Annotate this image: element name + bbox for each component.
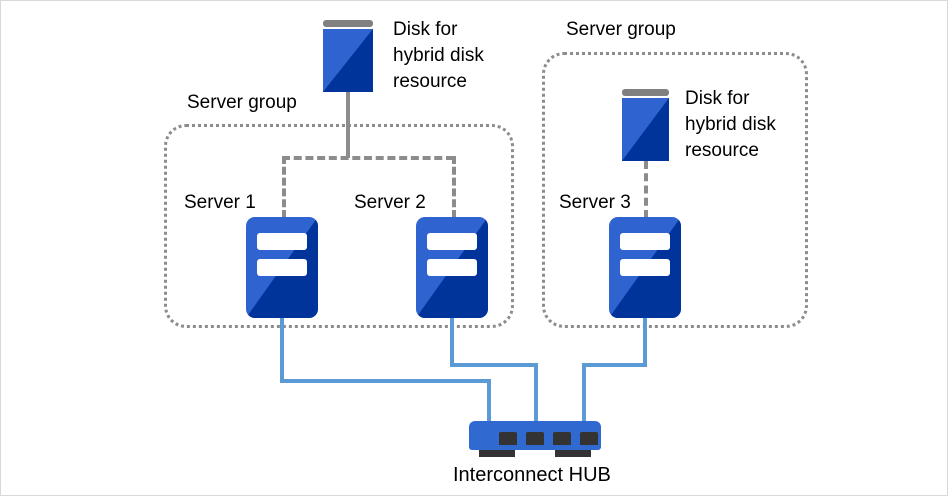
server-group-box-right [542, 52, 808, 328]
server-slot-bar [257, 259, 307, 276]
server-1-label: Server 1 [184, 192, 256, 213]
server-3-label: Server 3 [559, 192, 631, 213]
server-2-network-line-horizontal [450, 363, 538, 367]
server-2-network-line-to-hub [534, 363, 538, 423]
server-1-network-line-horizontal [280, 379, 491, 383]
hub-foot-right [555, 450, 591, 457]
server-3-icon [609, 217, 681, 318]
group2-disk-label-line1: Disk for [685, 88, 750, 109]
shared-disk-icon [323, 20, 373, 92]
shared-disk-trunk-line [346, 92, 350, 158]
server-group-box-left [164, 124, 514, 328]
server-1-icon [246, 217, 318, 318]
hub-port-1-icon [499, 432, 517, 445]
disk-cap-icon [323, 20, 373, 27]
shared-disk-branch-to-server-1 [282, 156, 286, 218]
shared-disk-label-line2: hybrid disk [393, 45, 484, 66]
server-slot-bar [620, 259, 670, 276]
shared-disk-label-line3: resource [393, 71, 467, 92]
server-3-network-line-vertical [643, 318, 647, 363]
server-3-network-line-horizontal [582, 363, 647, 367]
server-slot-bar [620, 233, 670, 250]
server-2-icon [416, 217, 488, 318]
server-group-label-right: Server group [566, 19, 676, 40]
shared-disk-label-line1: Disk for [393, 19, 458, 40]
shared-disk-branch-to-server-2 [452, 156, 456, 218]
group2-disk-icon [622, 89, 669, 161]
group2-disk-label-line3: resource [685, 140, 759, 161]
server-slot-bar [427, 233, 477, 250]
disk-body-icon [622, 98, 669, 161]
server-2-network-line-vertical [450, 318, 454, 363]
server-2-label: Server 2 [354, 192, 426, 213]
group2-disk-label-line2: hybrid disk [685, 114, 776, 135]
server-slot-bar [257, 233, 307, 250]
server-slot-bar [427, 259, 477, 276]
server-group-label-left: Server group [187, 92, 297, 113]
server-1-network-line-vertical [280, 318, 284, 379]
hub-foot-left [479, 450, 515, 457]
disk-cap-icon [622, 89, 669, 96]
hub-port-4-icon [580, 432, 598, 445]
server-3-network-line-to-hub [582, 363, 586, 423]
disk-body-icon [323, 29, 373, 92]
group2-disk-to-server-3-line [644, 161, 648, 218]
server-1-network-line-to-hub [487, 379, 491, 423]
hub-port-2-icon [526, 432, 544, 445]
hub-port-3-icon [553, 432, 571, 445]
interconnect-hub-icon [469, 421, 601, 457]
interconnect-hub-label: Interconnect HUB [453, 464, 611, 486]
shared-disk-branch-horizontal [282, 156, 454, 160]
